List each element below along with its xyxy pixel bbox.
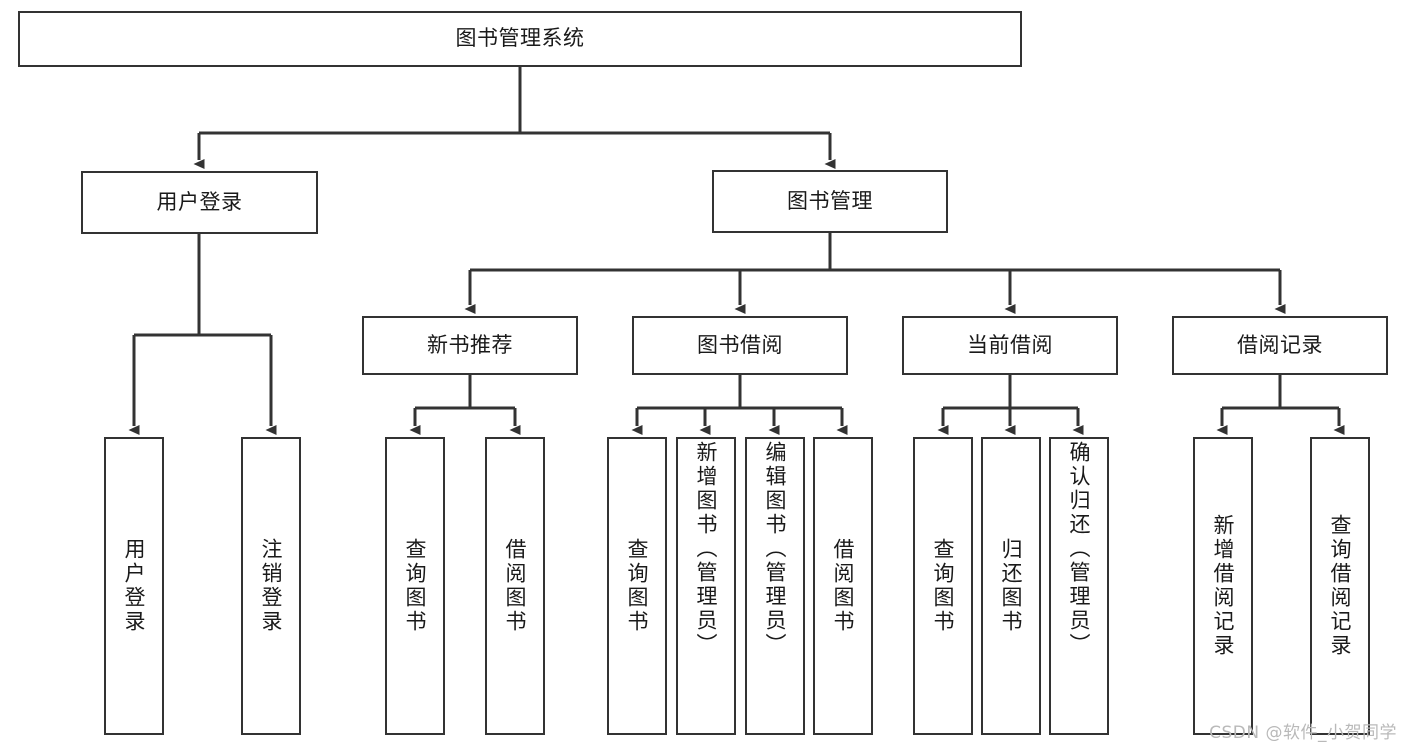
leaf-borrow-book-2-label: 借阅图书 <box>831 538 856 634</box>
leaf-borrow-book-2[interactable]: 借阅图书 <box>813 437 873 735</box>
node-current-borrow-label: 当前借阅 <box>967 332 1053 357</box>
node-user-login[interactable]: 用户登录 <box>81 171 318 234</box>
leaf-edit-book[interactable]: 编辑图书（管理员） <box>745 437 805 735</box>
node-book-borrow[interactable]: 图书借阅 <box>632 316 848 375</box>
leaf-query-book-2-label: 查询图书 <box>625 538 650 634</box>
leaf-edit-book-label: 编辑图书（管理员） <box>763 441 788 657</box>
leaf-logout-login-label: 注销登录 <box>259 538 284 634</box>
leaf-confirm-return[interactable]: 确认归还（管理员） <box>1049 437 1109 735</box>
leaf-add-record[interactable]: 新增借阅记录 <box>1193 437 1253 735</box>
node-root[interactable]: 图书管理系统 <box>18 11 1022 67</box>
leaf-query-book-1-label: 查询图书 <box>403 538 428 634</box>
leaf-query-book-3[interactable]: 查询图书 <box>913 437 973 735</box>
node-root-label: 图书管理系统 <box>455 26 585 51</box>
leaf-return-book-label: 归还图书 <box>999 538 1024 634</box>
node-book-manage-label: 图书管理 <box>787 188 873 213</box>
node-new-book-recommend-label: 新书推荐 <box>427 332 513 357</box>
leaf-user-login-label: 用户登录 <box>122 538 147 634</box>
node-book-manage[interactable]: 图书管理 <box>712 170 948 233</box>
leaf-borrow-book-1-label: 借阅图书 <box>503 538 528 634</box>
node-borrow-record-label: 借阅记录 <box>1237 332 1323 357</box>
leaf-query-book-3-label: 查询图书 <box>931 538 956 634</box>
leaf-confirm-return-label: 确认归还（管理员） <box>1067 441 1092 657</box>
csdn-watermark: CSDN @软件_小贺同学 <box>1209 723 1397 743</box>
leaf-add-book[interactable]: 新增图书（管理员） <box>676 437 736 735</box>
leaf-return-book[interactable]: 归还图书 <box>981 437 1041 735</box>
leaf-add-book-label: 新增图书（管理员） <box>694 441 719 657</box>
leaf-query-book-1[interactable]: 查询图书 <box>385 437 445 735</box>
node-borrow-record[interactable]: 借阅记录 <box>1172 316 1388 375</box>
leaf-query-book-2[interactable]: 查询图书 <box>607 437 667 735</box>
leaf-query-record-label: 查询借阅记录 <box>1328 514 1353 658</box>
leaf-logout-login[interactable]: 注销登录 <box>241 437 301 735</box>
leaf-borrow-book-1[interactable]: 借阅图书 <box>485 437 545 735</box>
leaf-user-login[interactable]: 用户登录 <box>104 437 164 735</box>
node-user-login-label: 用户登录 <box>156 189 243 214</box>
node-current-borrow[interactable]: 当前借阅 <box>902 316 1118 375</box>
leaf-query-record[interactable]: 查询借阅记录 <box>1310 437 1370 735</box>
node-new-book-recommend[interactable]: 新书推荐 <box>362 316 578 375</box>
node-book-borrow-label: 图书借阅 <box>697 332 783 357</box>
leaf-add-record-label: 新增借阅记录 <box>1211 514 1236 658</box>
